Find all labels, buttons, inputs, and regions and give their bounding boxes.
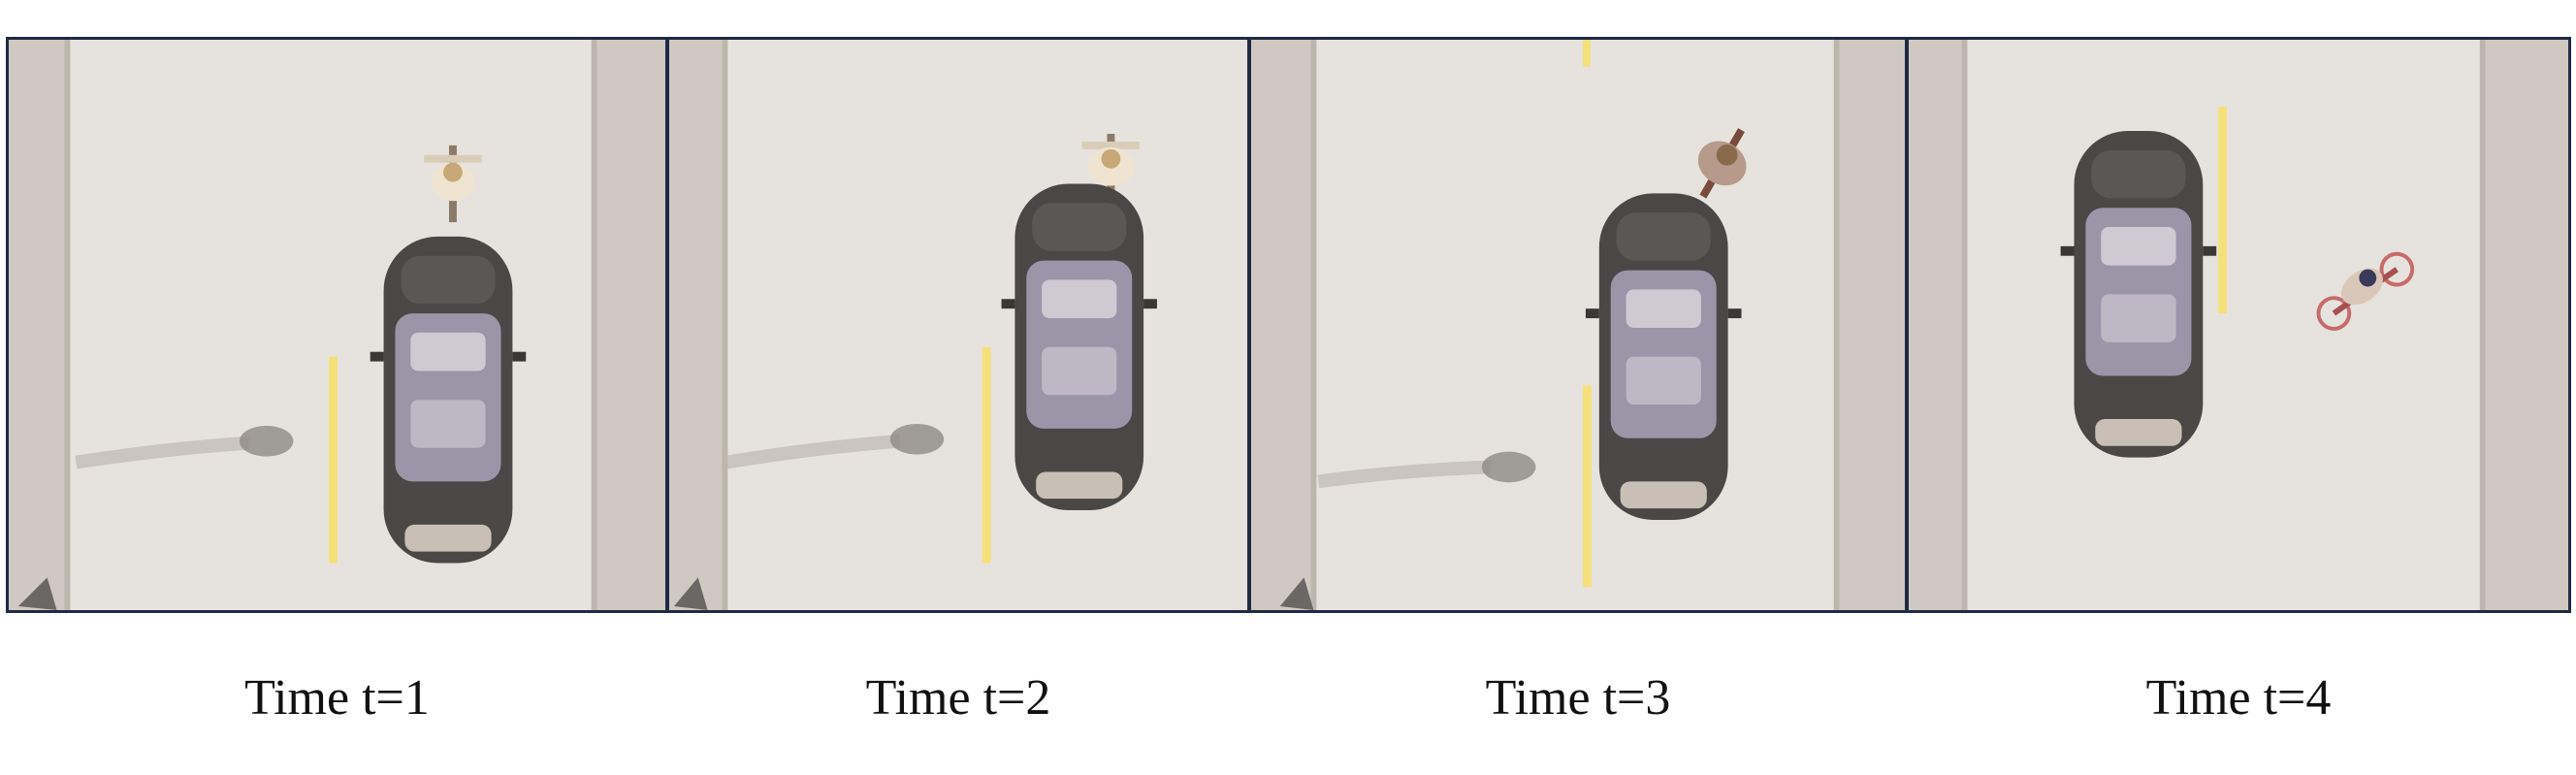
caption-time-4: Time t=4 <box>2145 670 2332 726</box>
cyclist <box>424 145 482 223</box>
scene-1 <box>9 40 665 610</box>
caption-time-3: Time t=3 <box>1485 670 1671 726</box>
car <box>2060 131 2217 458</box>
frame-time-2 <box>666 37 1250 613</box>
right-sidewalk <box>596 40 665 610</box>
scene-2 <box>669 40 1247 610</box>
caption-time-1: Time t=1 <box>244 670 430 726</box>
left-sidewalk <box>9 40 65 610</box>
scene-4 <box>1909 40 2568 610</box>
car <box>1001 183 1157 511</box>
cyclist <box>1697 128 1747 199</box>
lane-line <box>2218 107 2228 314</box>
lane-line <box>982 346 991 564</box>
car <box>1585 193 1742 520</box>
lane-line <box>1582 385 1592 588</box>
frame-time-3 <box>1248 37 1908 613</box>
frame-time-4 <box>1906 37 2571 613</box>
cyclist <box>2316 251 2415 331</box>
lane-line <box>329 356 338 564</box>
cyclist <box>1081 134 1141 202</box>
frame-time-1 <box>6 37 668 613</box>
scene-3 <box>1251 40 1905 610</box>
pole-shadow <box>75 436 250 469</box>
caption-time-2: Time t=2 <box>865 670 1051 726</box>
car <box>370 236 527 564</box>
